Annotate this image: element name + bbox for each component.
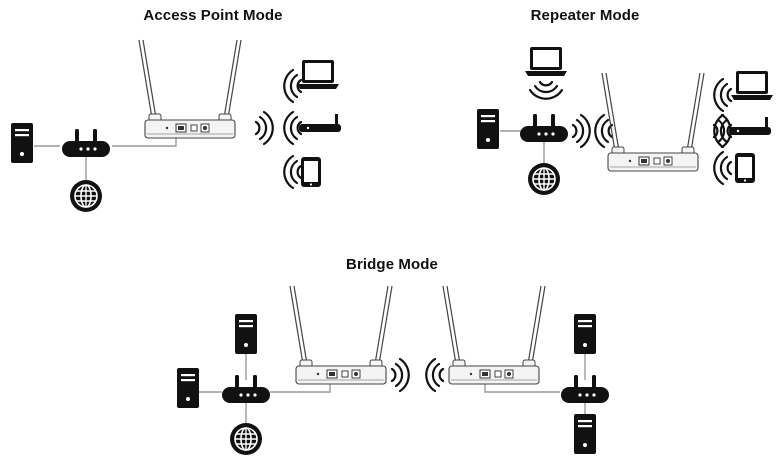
access-point-icon: [138, 39, 242, 139]
server-icon: [477, 109, 499, 149]
wifi-waves-icon: [528, 80, 564, 100]
access-point-icon: [442, 285, 546, 385]
wifi-waves-icon: [571, 113, 591, 149]
globe-icon: [229, 422, 263, 456]
access-point-icon: [289, 285, 393, 385]
access-point-mode-title: Access Point Mode: [143, 7, 283, 24]
wifi-waves-icon: [713, 77, 733, 113]
access-point-icon: [601, 72, 705, 172]
laptop-icon: [297, 60, 339, 89]
router-icon: [62, 129, 110, 157]
cables: [199, 354, 586, 423]
access-point-mode-section: [11, 39, 341, 213]
tablet-icon: [735, 153, 755, 183]
router-icon: [729, 117, 771, 135]
bridge-mode-title: Bridge Mode: [346, 256, 438, 273]
repeater-mode-title: Repeater Mode: [530, 7, 640, 24]
tablet-icon: [301, 157, 321, 187]
wifi-waves-icon: [390, 357, 410, 393]
globe-icon: [527, 162, 561, 196]
cables: [34, 136, 177, 180]
wifi-waves-icon: [254, 110, 274, 146]
server-icon: [235, 314, 257, 354]
server-icon: [574, 314, 596, 354]
server-icon: [574, 414, 596, 454]
wifi-waves-icon: [283, 154, 303, 190]
bridge-mode-section: [177, 285, 609, 456]
laptop-icon: [525, 47, 567, 76]
laptop-icon: [731, 71, 773, 100]
wifi-waves-icon: [283, 110, 303, 146]
wifi-waves-icon: [713, 150, 733, 186]
server-icon: [11, 123, 33, 163]
wifi-waves-icon: [425, 357, 445, 393]
globe-icon: [69, 179, 103, 213]
server-icon: [177, 368, 199, 408]
router-icon: [299, 114, 341, 132]
repeater-mode-section: [477, 47, 773, 196]
router-icon: [520, 114, 568, 142]
cables: [500, 130, 545, 164]
